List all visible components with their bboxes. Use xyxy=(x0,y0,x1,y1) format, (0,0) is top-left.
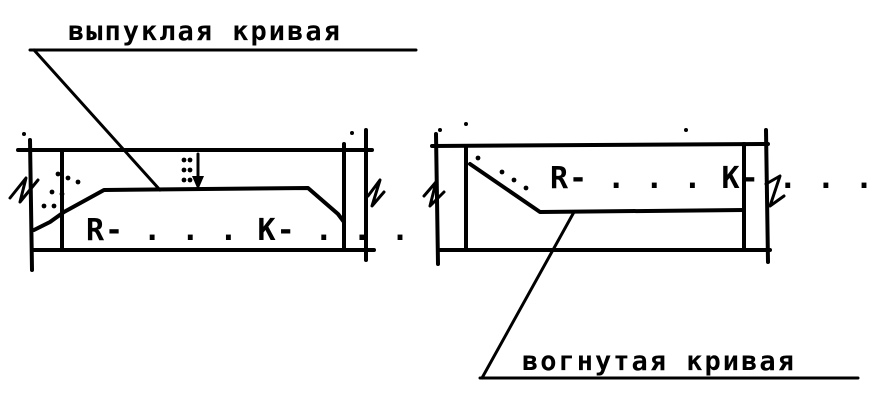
convex-left-break-mark xyxy=(8,176,40,204)
convex-dot xyxy=(41,203,47,209)
concave-dot xyxy=(684,128,688,132)
convex-dot xyxy=(59,191,65,197)
concave-top-line xyxy=(430,142,770,148)
concave-panel: R- . . . K- . . . вогнутая кривая xyxy=(422,122,874,380)
convex-dot xyxy=(181,167,187,173)
concave-curve-profile xyxy=(468,162,746,214)
convex-curve-profile xyxy=(32,186,346,232)
convex-dot xyxy=(181,157,187,163)
convex-dot xyxy=(51,203,57,209)
convex-left-post xyxy=(28,138,34,272)
convex-leader-line xyxy=(32,48,162,192)
concave-left-break-mark xyxy=(422,180,446,208)
concave-caption: вогнутая кривая xyxy=(522,346,796,377)
convex-dot xyxy=(75,179,81,185)
convex-dot xyxy=(22,132,26,136)
convex-caption: выпуклая кривая xyxy=(68,16,342,47)
concave-dot xyxy=(464,122,468,126)
convex-dot xyxy=(181,177,187,183)
convex-dot xyxy=(350,131,354,135)
convex-dot xyxy=(187,177,193,183)
convex-dot xyxy=(65,175,71,181)
convex-dot xyxy=(49,189,55,195)
concave-dot xyxy=(499,169,505,175)
convex-panel: R- . . . K- . . . выпуклая кривая xyxy=(8,16,418,272)
convex-right-break-mark xyxy=(366,178,386,208)
concave-inner-label: R- . . . K- . . . xyxy=(550,161,874,196)
convex-dot xyxy=(187,167,193,173)
concave-dot xyxy=(438,128,442,132)
convex-arrow-head xyxy=(192,176,204,190)
concave-right-break-mark xyxy=(764,174,786,208)
concave-leader-line xyxy=(480,210,576,380)
concave-dot xyxy=(475,155,481,161)
convex-dot xyxy=(187,157,193,163)
concave-dot xyxy=(511,177,517,183)
concave-right-post-2 xyxy=(764,128,770,264)
convex-inner-label: R- . . . K- . . . xyxy=(86,213,410,248)
concave-dot xyxy=(523,185,529,191)
convex-dot xyxy=(55,171,61,177)
